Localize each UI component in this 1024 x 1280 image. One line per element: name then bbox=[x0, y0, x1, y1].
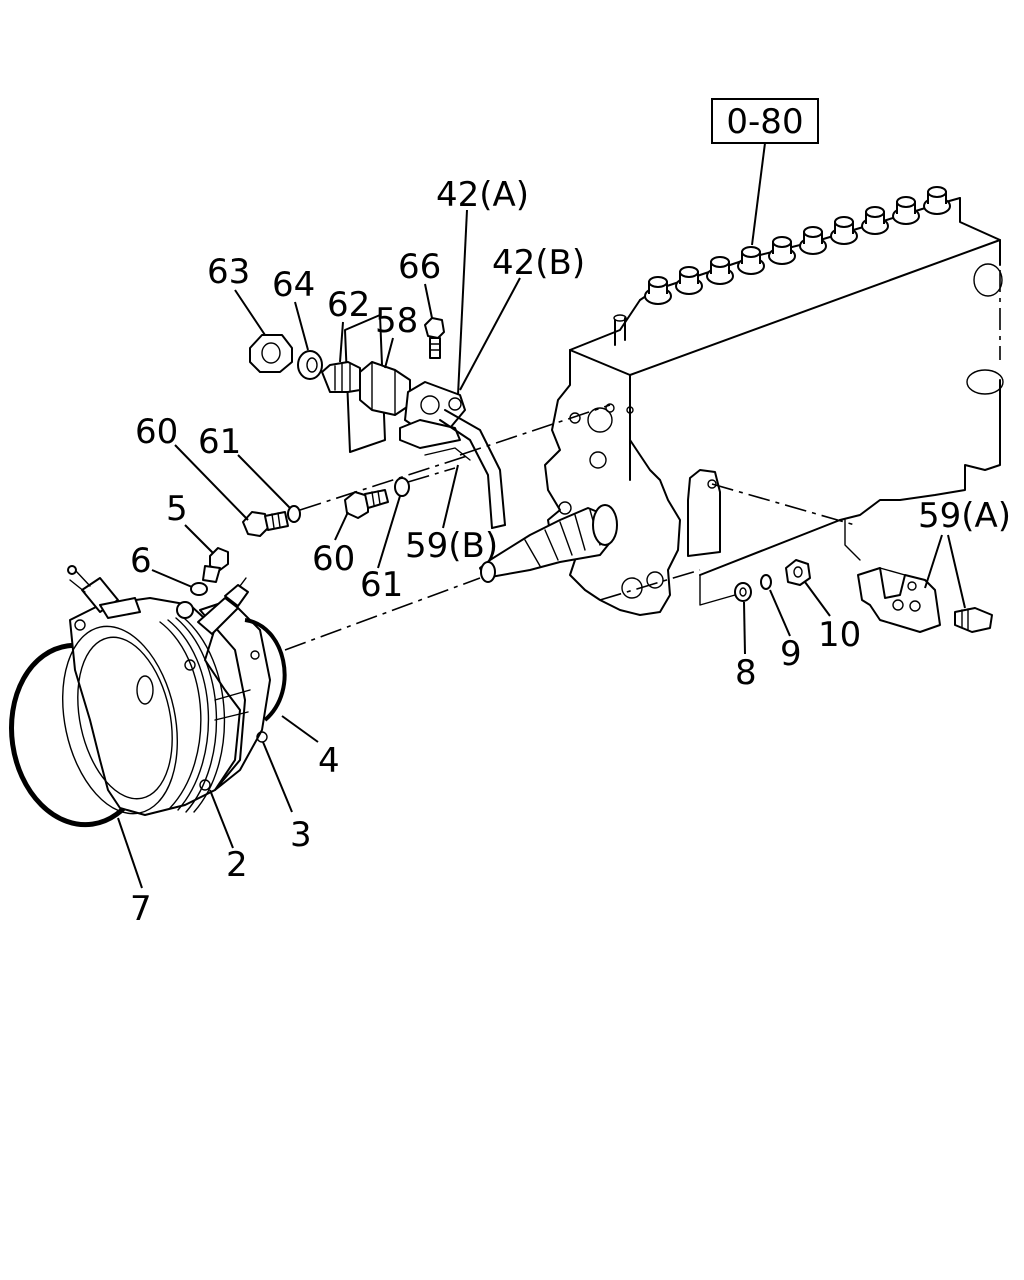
callout-8: 8 bbox=[735, 653, 757, 693]
bolt-5 bbox=[202, 547, 229, 583]
callout-9: 9 bbox=[780, 634, 802, 674]
nut-10 bbox=[785, 559, 811, 586]
callout-6: 6 bbox=[130, 541, 152, 581]
delivery-valve-holder bbox=[737, 246, 765, 275]
delivery-valve-holder bbox=[830, 216, 858, 245]
callout-62: 62 bbox=[327, 285, 370, 325]
callout-2: 2 bbox=[226, 845, 248, 885]
callout-61-lower: 61 bbox=[360, 565, 403, 605]
timer-housing bbox=[9, 597, 287, 828]
callout-60-upper: 60 bbox=[135, 412, 178, 452]
callouts: 42(A) 42(B) 63 64 62 58 66 60 61 5 6 60 … bbox=[117, 175, 1011, 929]
reference-box: 0-80 bbox=[711, 98, 819, 246]
nut-63 bbox=[249, 334, 293, 373]
callout-10: 10 bbox=[818, 615, 861, 655]
callout-4: 4 bbox=[318, 741, 340, 781]
callout-58: 58 bbox=[375, 301, 418, 341]
washer-6 bbox=[190, 582, 208, 596]
washer-8 bbox=[734, 582, 752, 602]
injection-pump-body bbox=[544, 197, 1004, 616]
callout-7: 7 bbox=[130, 889, 152, 929]
washer-61-upper bbox=[287, 505, 301, 523]
washer-61-lower bbox=[394, 477, 410, 497]
terminal-fitting bbox=[67, 565, 141, 619]
delivery-valve-holder bbox=[644, 276, 672, 305]
delivery-valve-holder bbox=[861, 206, 889, 235]
bolt-66 bbox=[424, 317, 445, 359]
delivery-valve-holder bbox=[799, 226, 827, 255]
o-ring-4 bbox=[244, 618, 287, 722]
callout-63: 63 bbox=[207, 252, 250, 292]
delivery-valve-holders bbox=[644, 186, 951, 305]
sensor-fitting bbox=[176, 577, 249, 635]
bracket-59a bbox=[857, 567, 941, 633]
oil-pipe-assembly bbox=[321, 314, 506, 529]
bolt-60-upper bbox=[242, 511, 289, 537]
pump-drive-shaft bbox=[479, 504, 618, 583]
delivery-valve-holder bbox=[675, 266, 703, 295]
washer-64 bbox=[297, 350, 323, 380]
callout-61-upper: 61 bbox=[198, 422, 241, 462]
delivery-valve-holder bbox=[706, 256, 734, 285]
bolt-60-lower bbox=[344, 489, 389, 519]
callout-42b: 42(B) bbox=[492, 243, 585, 283]
delivery-valve-holder bbox=[923, 186, 951, 215]
callout-42a: 42(A) bbox=[436, 175, 529, 215]
callout-3: 3 bbox=[290, 815, 312, 855]
delivery-valve-holder bbox=[768, 236, 796, 265]
washer-9 bbox=[760, 574, 772, 590]
reference-box-label: 0-80 bbox=[726, 102, 803, 142]
callout-59b: 59(B) bbox=[405, 526, 498, 566]
callout-64: 64 bbox=[272, 265, 315, 305]
callout-59a: 59(A) bbox=[918, 496, 1011, 536]
delivery-valve-holder bbox=[892, 196, 920, 225]
callout-66: 66 bbox=[398, 247, 441, 287]
bolt-59a bbox=[954, 607, 993, 633]
top-stud bbox=[614, 317, 626, 346]
callout-5: 5 bbox=[166, 489, 188, 529]
callout-60-lower: 60 bbox=[312, 539, 355, 579]
